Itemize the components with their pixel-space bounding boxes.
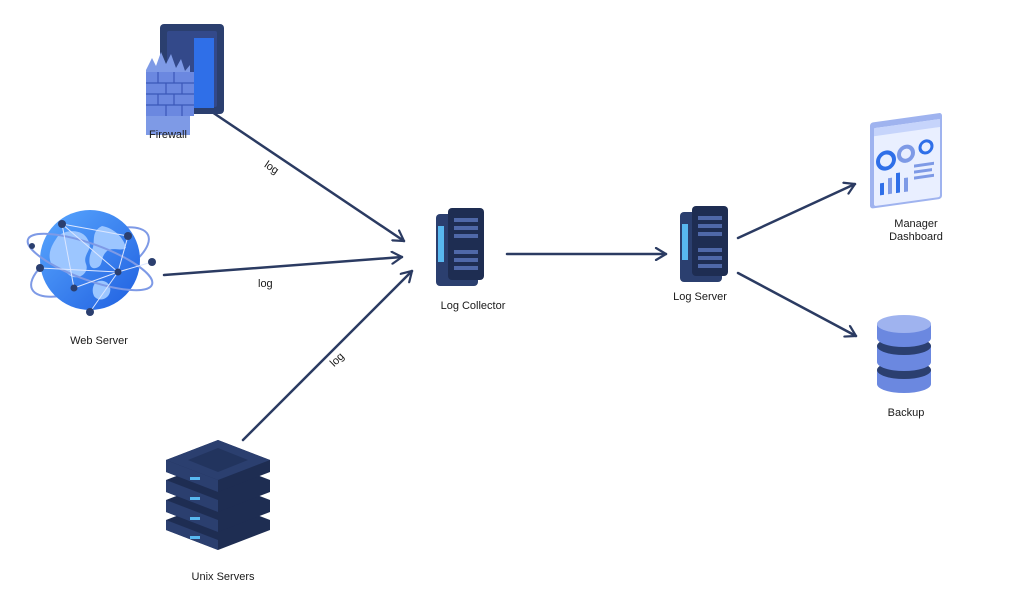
dashboard-icon [870, 113, 942, 209]
edge-logserver-to-dashboard [736, 184, 857, 240]
database-icon [877, 315, 931, 393]
firewall-label: Firewall [149, 129, 187, 141]
edge-logserver-to-backup [736, 271, 858, 336]
log-server-label: Log Server [673, 291, 727, 303]
log-collector-label: Log Collector [440, 300, 506, 312]
globe-network-icon [26, 210, 156, 316]
edges [162, 110, 858, 442]
edge-unix-to-collector [241, 269, 414, 442]
firewall-icon [146, 24, 224, 135]
manager-dashboard-label-line1: Manager [894, 218, 938, 230]
edge-firewall-to-collector [210, 110, 406, 243]
unix-servers-label: Unix Servers [191, 571, 255, 583]
server-tower-icon [680, 206, 728, 282]
server-tower-icon [436, 208, 484, 286]
backup-label: Backup [887, 407, 925, 419]
manager-dashboard-label-line2: Dashboard [889, 231, 943, 243]
server-stack-icon [166, 440, 270, 550]
edge-web-to-collector [162, 257, 404, 277]
edge-label-web: log [258, 278, 273, 290]
web-server-label: Web Server [70, 335, 128, 347]
manager-dashboard-label: Manager Dashboard [876, 218, 956, 244]
